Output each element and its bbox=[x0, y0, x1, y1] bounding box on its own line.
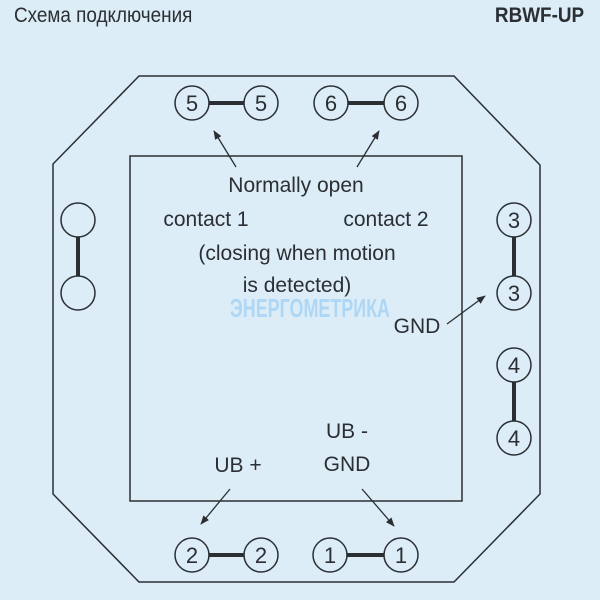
label-contact-1: contact 1 bbox=[163, 208, 248, 231]
arrow-gnd bbox=[446, 295, 486, 325]
device-outline bbox=[52, 75, 541, 583]
terminal-4b-label: 4 bbox=[508, 426, 520, 451]
terminal-1b-label: 1 bbox=[395, 543, 407, 568]
watermark: ЭНЕРГОМЕТРИКА bbox=[230, 293, 390, 323]
sensor-module-outline bbox=[129, 155, 463, 502]
arrow-contact-2 bbox=[356, 130, 380, 168]
arrow-contact-1 bbox=[213, 130, 237, 168]
terminal-3b bbox=[496, 275, 532, 311]
terminal-1a-label: 1 bbox=[324, 543, 336, 568]
terminal-left-bottom bbox=[60, 275, 96, 311]
terminal-2a bbox=[174, 537, 210, 573]
terminal-5a-label: 5 bbox=[186, 91, 198, 116]
jumpers bbox=[76, 101, 516, 557]
terminal-5b bbox=[243, 85, 279, 121]
terminal-5b-label: 5 bbox=[255, 91, 267, 116]
label-ub-plus: UB + bbox=[214, 454, 261, 477]
terminal-5a bbox=[174, 85, 210, 121]
label-is-detected: is detected) bbox=[243, 274, 352, 297]
terminal-6a bbox=[313, 85, 349, 121]
terminal-3a-label: 3 bbox=[508, 208, 520, 233]
terminal-3b-label: 3 bbox=[508, 281, 520, 306]
terminal-1a bbox=[312, 537, 348, 573]
label-ub-minus: UB - bbox=[326, 420, 368, 443]
terminal-4a bbox=[496, 347, 532, 383]
terminal-1b bbox=[383, 537, 419, 573]
label-ub-minus-gnd: GND bbox=[324, 453, 371, 476]
label-contact-2: contact 2 bbox=[343, 208, 428, 231]
terminal-2b bbox=[243, 537, 279, 573]
terminal-4b bbox=[496, 420, 532, 456]
label-closing-when-motion: (closing when motion bbox=[198, 242, 395, 265]
diagram-title: Схема подключения bbox=[14, 4, 193, 27]
terminal-3a bbox=[496, 202, 532, 238]
terminal-6a-label: 6 bbox=[325, 91, 337, 116]
terminal-4a-label: 4 bbox=[508, 353, 520, 378]
arrow-ub-minus bbox=[361, 488, 395, 527]
terminal-6b-label: 6 bbox=[395, 91, 407, 116]
arrow-ub-plus bbox=[200, 488, 231, 525]
terminal-6b bbox=[383, 85, 419, 121]
terminal-2b-label: 2 bbox=[255, 543, 267, 568]
model-name: RBWF-UP bbox=[494, 4, 584, 27]
terminal-2a-label: 2 bbox=[186, 543, 198, 568]
label-gnd: GND bbox=[394, 315, 441, 338]
label-normally-open: Normally open bbox=[228, 174, 363, 197]
terminal-left-top bbox=[60, 202, 96, 238]
